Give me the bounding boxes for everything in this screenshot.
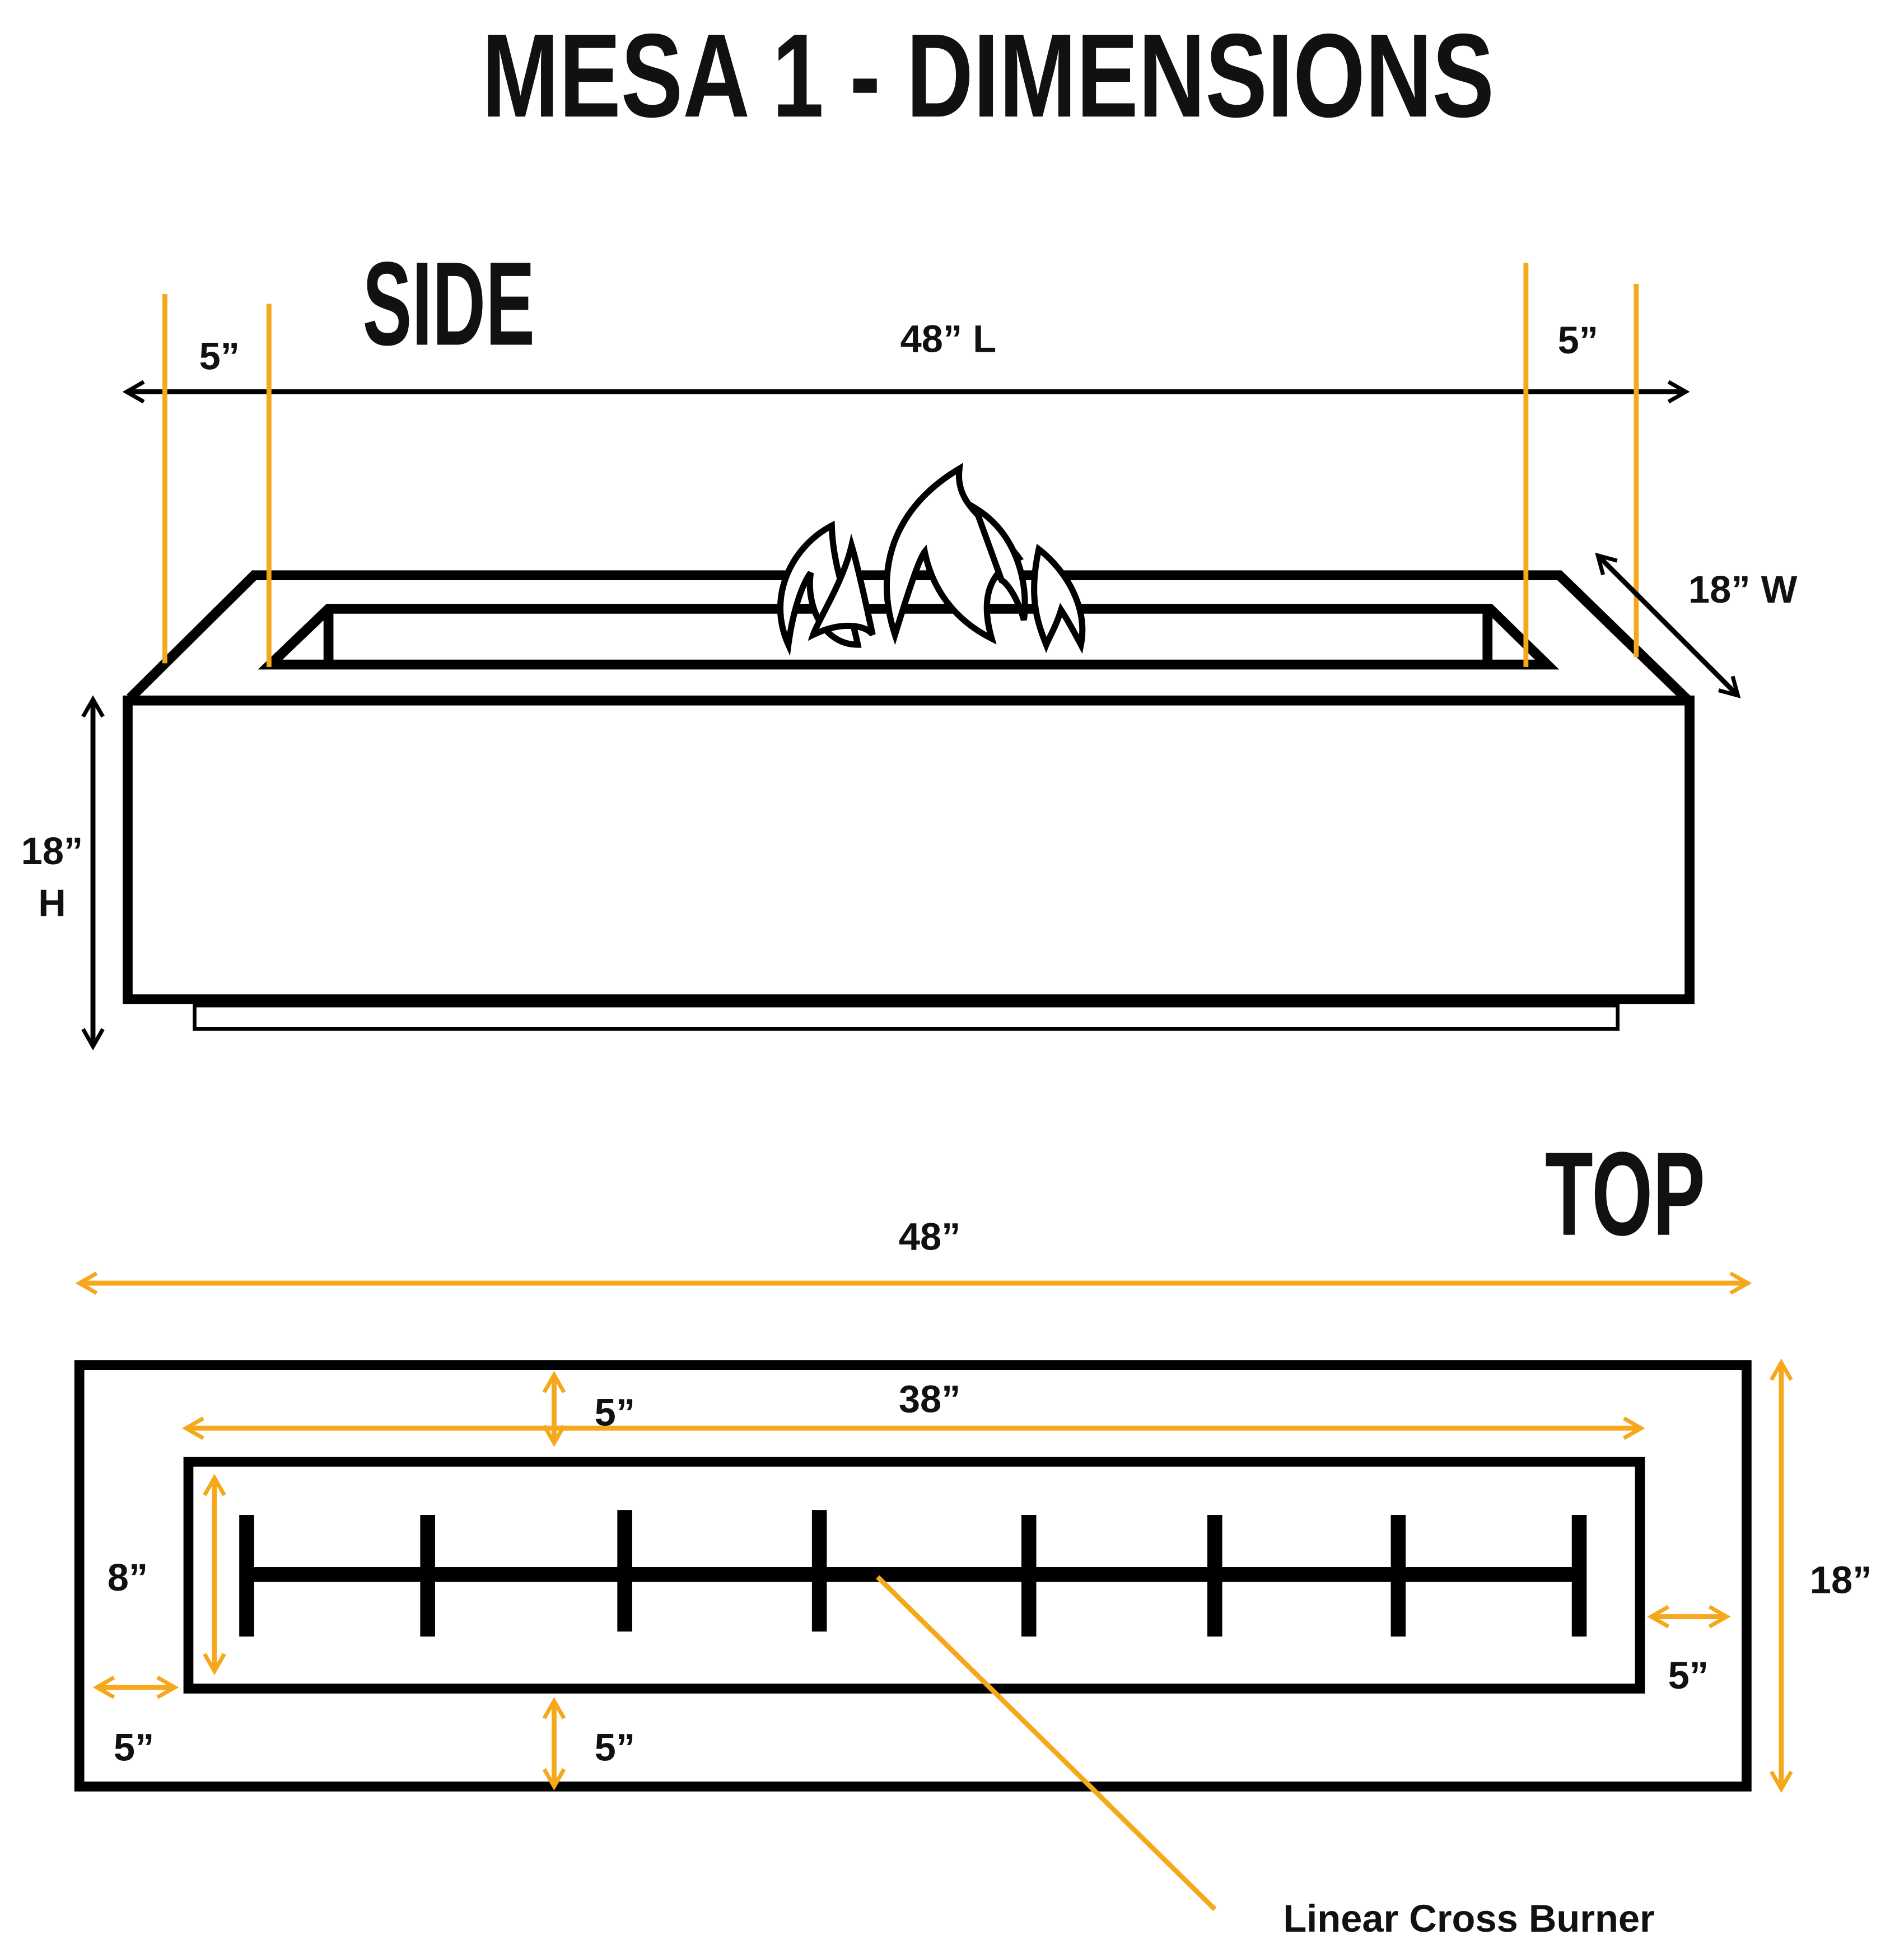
- top-heading: TOP: [1545, 1128, 1705, 1261]
- side-height-dimension: 18” H: [21, 695, 105, 1051]
- page-title: MESA 1 - DIMENSIONS: [482, 9, 1494, 142]
- top-inset-label: 5”: [595, 1391, 635, 1434]
- inner-width-label: 8”: [108, 1556, 148, 1599]
- top-dimensions: 38” 5” 8” 5” 5” 5” 18” Linear Cross Burn…: [92, 1358, 1872, 1940]
- top-overall-length-label: 48”: [899, 1215, 961, 1258]
- left-inset-label: 5”: [114, 1726, 154, 1769]
- side-length-dimension: 48” L: [122, 318, 1690, 404]
- top-view-drawing: [74, 1360, 1752, 1792]
- burner-leader-line: [876, 1575, 1217, 1912]
- side-right-inset-label: 5”: [1558, 319, 1598, 362]
- right-inset-label: 5”: [1668, 1654, 1709, 1697]
- top-overall-length-dimension: 48”: [75, 1215, 1752, 1295]
- bottom-inset-label: 5”: [595, 1726, 635, 1769]
- side-height-unit: H: [38, 882, 66, 925]
- side-left-inset-label: 5”: [199, 335, 240, 378]
- flame-icon: [777, 463, 1086, 656]
- side-length-label: 48” L: [900, 318, 997, 361]
- side-width-label: 18” W: [1688, 568, 1798, 611]
- side-inset-guides: 5” 5”: [162, 263, 1639, 667]
- overall-width-label: 18”: [1810, 1558, 1872, 1601]
- side-height-value: 18”: [21, 829, 83, 873]
- top-inner-length-label: 38”: [899, 1377, 961, 1420]
- side-width-dimension: 18” W: [1595, 552, 1798, 698]
- burner-icon: [239, 1510, 1587, 1637]
- side-view-drawing: [123, 463, 1695, 1031]
- burner-label: Linear Cross Burner: [1283, 1897, 1654, 1940]
- side-heading: SIDE: [363, 237, 535, 370]
